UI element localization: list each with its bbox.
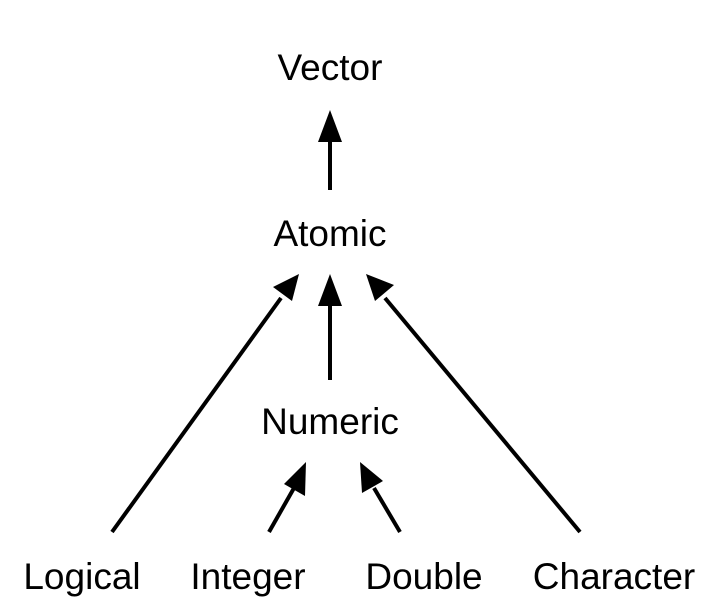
edge-double-to-numeric <box>360 462 402 534</box>
node-vector: Vector <box>278 47 383 88</box>
node-logical: Logical <box>23 556 140 597</box>
node-atomic: Atomic <box>273 213 386 254</box>
arrowhead-icon <box>360 462 383 493</box>
edge-character-to-atomic <box>366 274 582 534</box>
node-character: Character <box>533 556 695 597</box>
node-numeric: Numeric <box>261 401 399 442</box>
arrowhead-icon <box>366 274 394 301</box>
edge-numeric-to-atomic <box>318 274 342 380</box>
node-integer: Integer <box>190 556 305 597</box>
arrowhead-icon <box>284 462 306 496</box>
edge-logical-to-atomic <box>110 274 299 534</box>
edge-integer-to-numeric <box>267 462 306 533</box>
edge-atomic-to-vector <box>318 110 342 190</box>
arrowhead-icon <box>273 274 299 301</box>
node-double: Double <box>365 556 482 597</box>
arrowhead-icon <box>318 110 342 142</box>
arrowhead-icon <box>318 274 342 306</box>
